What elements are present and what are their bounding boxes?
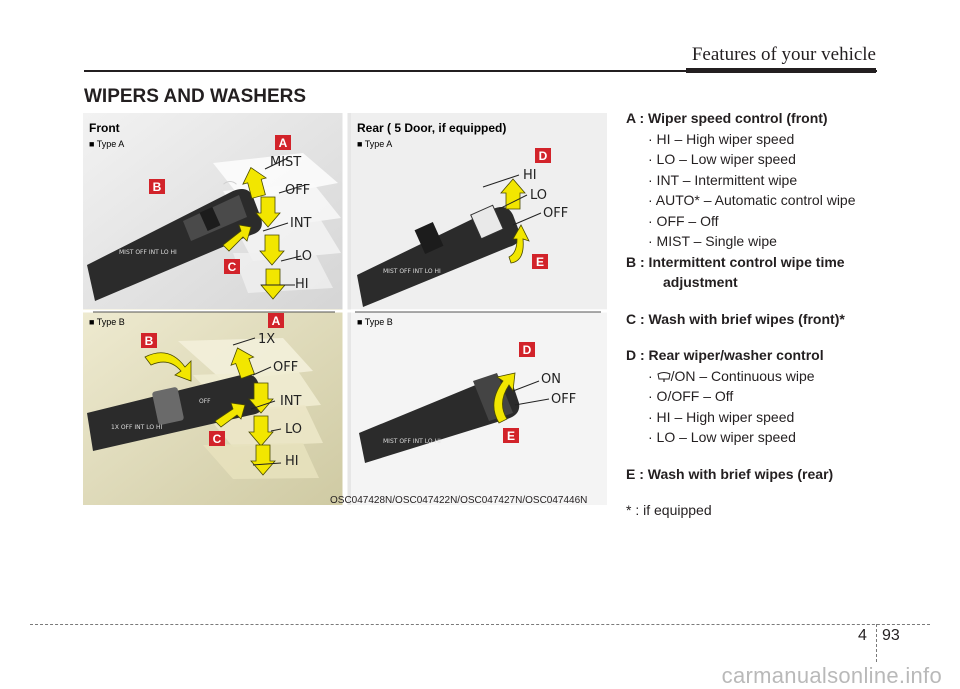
running-header: Features of your vehicle (691, 44, 876, 65)
rear-b-off: OFF (551, 392, 576, 407)
figure-code: OSC047428N/OSC047422N/OSC047427N/OSC0474… (330, 495, 588, 506)
desc-d-title: D : Rear wiper/washer control (626, 347, 824, 363)
desc-a-item: · MIST – Single wipe (648, 233, 777, 249)
front-a-leaders (261, 157, 306, 286)
marker-badges: A B C A B C D E D E (141, 135, 551, 446)
marker-e-rear-b (503, 428, 519, 443)
desc-d-item-suffix: /ON – Continuous wipe (670, 367, 815, 384)
marker-e-rear-a-text: E (536, 255, 544, 269)
chapter-number: 4 (858, 627, 867, 644)
marker-b-front-a-text: B (153, 180, 162, 194)
front-b-leaders (232, 337, 282, 466)
type-a-label: ■ Type A (89, 139, 124, 149)
svg-text:MIST OFF INT LO HI: MIST OFF INT LO HI (119, 249, 177, 256)
marker-b-front-b-text: B (145, 334, 154, 348)
svg-text:OFF: OFF (199, 398, 211, 405)
desc-a-item: · LO – Low wiper speed (648, 151, 796, 167)
rear-a-hi: HI (523, 168, 537, 183)
marker-c-front-b (209, 431, 225, 446)
desc-a-item: · OFF – Off (648, 212, 719, 229)
marker-a-front-a (275, 135, 291, 150)
desc-d-item: · LO – Low wiper speed (648, 429, 796, 445)
page-separator (876, 624, 877, 662)
rear-label: Rear ( 5 Door, if equipped) (357, 121, 506, 135)
type-b-label: ■ Type B (89, 317, 125, 327)
marker-c-front-a (224, 259, 240, 274)
marker-c-front-b-text: C (213, 432, 222, 446)
type-a-label-rear: ■ Type A (357, 139, 392, 149)
wiper-stalk-figure: Front Rear ( 5 Door, if equipped) ■ Type… (83, 113, 607, 505)
type-b-label-rear: ■ Type B (357, 317, 393, 327)
page-number: 93 (882, 627, 900, 644)
marker-a-front-a-text: A (279, 136, 288, 150)
rear-a-off: OFF (543, 206, 568, 221)
rear-a-arrows (500, 178, 530, 264)
marker-d-rear-a-text: D (539, 149, 548, 163)
desc-b-title: B : Intermittent control wipe time (626, 253, 845, 270)
front-a-hi: HI (295, 277, 309, 292)
desc-d-item: · HI – High wiper speed (648, 408, 795, 425)
desc-d-item: · O/OFF – Off (648, 388, 734, 404)
front-a-stalk: MIST OFF INT LO HI ⌒ (87, 153, 341, 301)
header-rule (84, 70, 877, 72)
front-b-lo: LO (285, 422, 302, 437)
desc-b-title-cont: adjustment (663, 274, 738, 290)
marker-a-front-b (268, 313, 284, 328)
front-a-arrows (222, 164, 286, 300)
desc-d-item: · /ON – Continuous wipe (626, 366, 896, 387)
front-b-int: INT (280, 394, 302, 409)
front-b-arrows (144, 343, 276, 476)
watermark: carmanualsonline.info (721, 663, 942, 688)
footnote: * : if equipped (626, 502, 712, 518)
marker-e-rear-a (532, 254, 548, 269)
desc-e-title: E : Wash with brief wipes (rear) (626, 465, 834, 482)
rear-wiper-icon (656, 371, 671, 382)
rear-a-stalk: MIST OFF INT LO HI (357, 204, 520, 307)
rear-a-lo: LO (530, 188, 547, 203)
desc-a-item: · AUTO* – Automatic control wipe (648, 192, 856, 208)
description-list: A : Wiper speed control (front) · HI – H… (626, 108, 896, 521)
svg-text:1X OFF INT LO HI: 1X OFF INT LO HI (111, 424, 162, 431)
desc-c-title: C : Wash with brief wipes (front)* (626, 310, 845, 327)
section-title: WIPERS AND WASHERS (84, 86, 307, 107)
marker-d-rear-b (519, 342, 535, 357)
front-a-off: OFF (285, 183, 310, 198)
svg-text:MIST OFF INT LO HI: MIST OFF INT LO HI (383, 438, 441, 445)
svg-text:MIST OFF INT LO HI: MIST OFF INT LO HI (383, 268, 441, 275)
marker-c-front-a-text: C (228, 260, 237, 274)
front-b-1x: 1X (258, 332, 275, 347)
desc-a-item: · HI – High wiper speed (648, 130, 795, 147)
svg-text:⌒: ⌒ (223, 181, 237, 197)
marker-e-rear-b-text: E (507, 429, 515, 443)
front-a-mist: MIST (270, 155, 301, 170)
front-b-hi: HI (285, 454, 299, 469)
front-b-off: OFF (273, 360, 298, 375)
header-rule-thick (686, 68, 876, 73)
rear-b-on: ON (541, 372, 561, 387)
desc-a-title: A : Wiper speed control (front) (626, 110, 828, 126)
front-a-int: INT (290, 216, 312, 231)
marker-b-front-b (141, 333, 157, 348)
marker-a-front-b-text: A (272, 314, 281, 328)
marker-d-rear-a (535, 148, 551, 163)
desc-d-item-prefix: · (648, 367, 653, 384)
marker-d-rear-b-text: D (523, 343, 532, 357)
front-label: Front (89, 121, 120, 135)
marker-b-front-a (149, 179, 165, 194)
desc-a-item: · INT – Intermittent wipe (648, 171, 798, 188)
rear-b-arrows (493, 372, 516, 424)
front-a-lo: LO (295, 249, 312, 264)
footer-rule (30, 624, 930, 625)
